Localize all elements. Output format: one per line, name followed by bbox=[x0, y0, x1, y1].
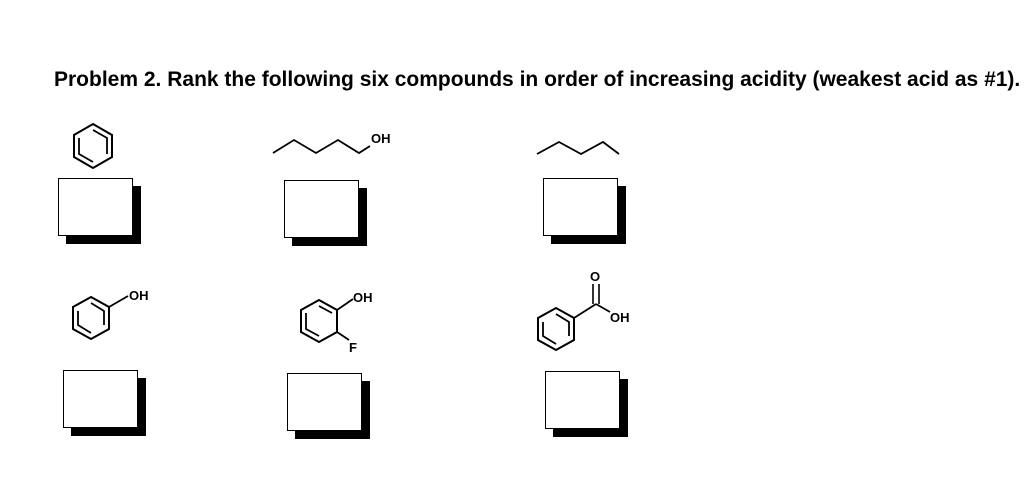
answer-box-phenol[interactable] bbox=[63, 370, 138, 428]
answer-box-benzene[interactable] bbox=[58, 178, 133, 236]
phenol-structure: OH bbox=[72, 288, 149, 341]
phenol-hydroxyl-label: OH bbox=[129, 288, 149, 303]
carbonyl-oxygen-label: O bbox=[590, 269, 600, 284]
pentanol-structure: OH bbox=[272, 131, 391, 155]
problem-statement: Problem 2. Rank the following six compou… bbox=[54, 68, 1020, 92]
problem-label: Problem 2. bbox=[54, 68, 162, 91]
benzene-structure bbox=[73, 122, 113, 170]
answer-box-fluorophenol[interactable] bbox=[287, 373, 362, 431]
problem-text: Rank the following six compounds in orde… bbox=[167, 68, 1021, 91]
fluorophenol-hydroxyl-label: OH bbox=[353, 290, 373, 305]
answer-box-pentanol[interactable] bbox=[284, 180, 359, 238]
answer-box-benzoic-acid[interactable] bbox=[545, 371, 620, 429]
answer-box-butane[interactable] bbox=[543, 178, 618, 236]
benzoic-acid-structure: O OH bbox=[537, 269, 630, 352]
fluorophenol-structure: OH F bbox=[300, 290, 373, 355]
butane-structure bbox=[536, 140, 620, 156]
fluorine-label: F bbox=[349, 340, 357, 355]
pentanol-hydroxyl-label: OH bbox=[371, 131, 391, 146]
benzoic-acid-hydroxyl-label: OH bbox=[610, 310, 630, 325]
